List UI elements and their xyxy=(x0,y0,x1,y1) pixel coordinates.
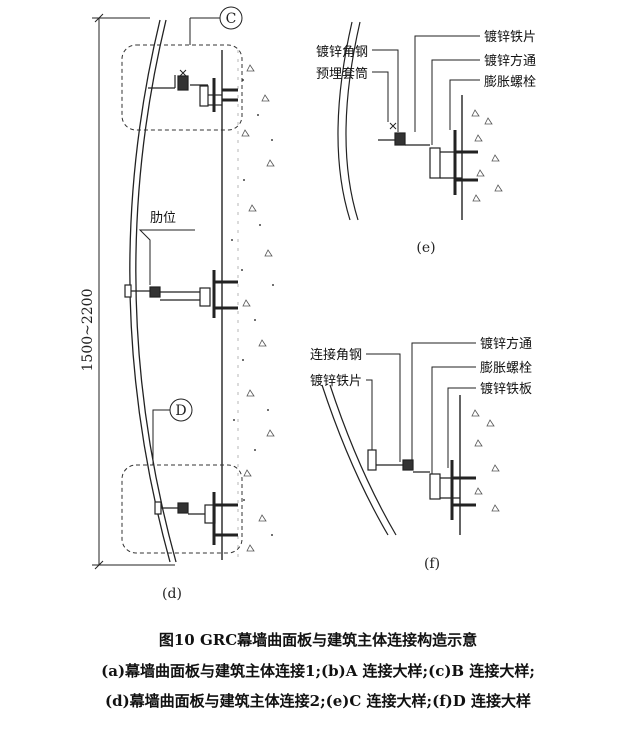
panel-d-sublabel: (d) xyxy=(162,586,182,602)
panel-d: 1500~2200 xyxy=(80,6,275,602)
f-label-2: 连接角钢 xyxy=(310,347,362,363)
leaders-f xyxy=(366,342,476,474)
panel-e: 镀锌铁片 镀锌方通 膨胀螺栓 镀锌角钢 预埋套筒 (e) xyxy=(316,21,536,256)
rib-label: 肋位 xyxy=(150,211,176,226)
connection-bottom xyxy=(154,492,238,545)
leaders-e xyxy=(372,35,480,145)
f-label-1: 镀锌方通 xyxy=(480,336,532,352)
figure-title: 图10 GRC幕墙曲面板与建筑主体连接构造示意 xyxy=(158,631,478,649)
concrete-fill-d xyxy=(241,64,275,552)
caption-line-3: (d)幕墙曲面板与建筑主体连接2;(e)C 连接大样;(f)D 连接大样 xyxy=(105,692,531,710)
e-label-3: 镀锌方通 xyxy=(484,53,536,69)
connection-top xyxy=(148,69,238,112)
f-label-4: 镀锌铁片 xyxy=(310,373,362,389)
panel-e-skin-inner xyxy=(345,21,361,221)
rib-leader xyxy=(138,229,195,285)
panel-e-sublabel: (e) xyxy=(416,240,435,256)
dimension-line xyxy=(92,13,175,570)
f-label-3: 膨胀螺栓 xyxy=(480,361,532,376)
e-label-5: 膨胀螺栓 xyxy=(484,75,536,90)
connection-f xyxy=(367,449,476,520)
connection-middle xyxy=(124,270,238,318)
detail-box-c xyxy=(121,44,243,131)
tag-d-leader xyxy=(152,409,170,465)
e-label-4: 预埋套筒 xyxy=(316,66,368,82)
tag-d-circle xyxy=(169,398,193,422)
e-label-2: 镀锌角钢 xyxy=(316,44,368,60)
concrete-fill-e xyxy=(471,109,503,202)
tag-d-text: D xyxy=(175,403,186,419)
concrete-fill-f xyxy=(471,409,500,512)
dimension-label: 1500~2200 xyxy=(80,289,96,372)
panel-e-skin xyxy=(337,21,353,221)
tag-c-text: C xyxy=(226,11,237,27)
panel-f-skin xyxy=(321,384,389,536)
panel-f-sublabel: (f) xyxy=(424,556,440,572)
f-label-5: 镀锌铁板 xyxy=(480,381,532,397)
connection-e xyxy=(378,122,478,195)
panel-f-skin-inner xyxy=(329,384,397,536)
caption-line-2: (a)幕墙曲面板与建筑主体连接1;(b)A 连接大样;(c)B 连接大样; xyxy=(101,662,535,680)
panel-f: 镀锌方通 膨胀螺栓 镀锌铁板 连接角钢 镀锌铁片 (f) xyxy=(310,336,532,572)
e-label-1: 镀锌铁片 xyxy=(484,29,536,45)
detail-box-d xyxy=(121,464,243,554)
